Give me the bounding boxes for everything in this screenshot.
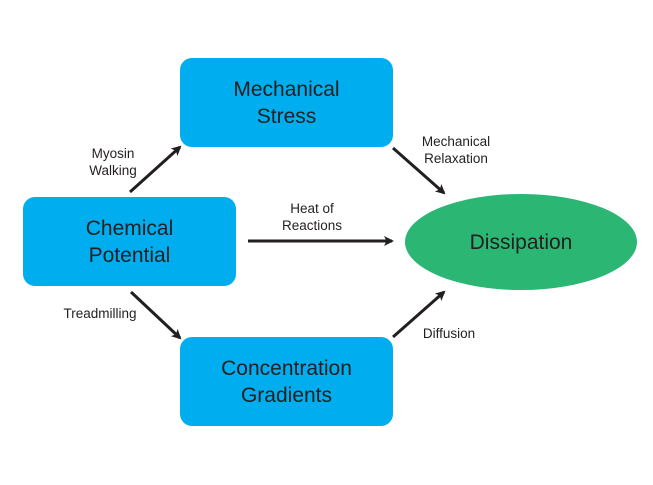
node-dissipation-label: Dissipation — [469, 230, 573, 254]
node-concentration-gradients: Concentration Gradients — [180, 337, 393, 426]
arrow-chemical-to-concentration — [129, 290, 182, 340]
arrow-chemical-to-mechanical — [128, 145, 182, 194]
arrow-mechanical-to-dissipation — [392, 146, 446, 195]
node-chemical-potential: Chemical Potential — [23, 197, 236, 286]
edge-label-treadmilling: Treadmilling — [63, 306, 137, 321]
node-chemical-potential-label: Chemical Potential — [85, 216, 174, 267]
node-concentration-gradients-label: Concentration Gradients — [221, 356, 352, 407]
edge-label-mechanical-relaxation: Mechanical Relaxation — [421, 134, 491, 166]
edge-label-heat-of-reactions: Heat of Reactions — [281, 201, 343, 233]
edge-label-myosin-walking: Myosin Walking — [89, 146, 137, 178]
edge-label-diffusion: Diffusion — [422, 326, 476, 341]
arrow-concentration-to-dissipation — [392, 290, 446, 339]
node-mechanical-stress: Mechanical Stress — [180, 58, 393, 147]
node-mechanical-stress-label: Mechanical Stress — [233, 77, 340, 128]
node-dissipation: Dissipation — [405, 194, 637, 290]
